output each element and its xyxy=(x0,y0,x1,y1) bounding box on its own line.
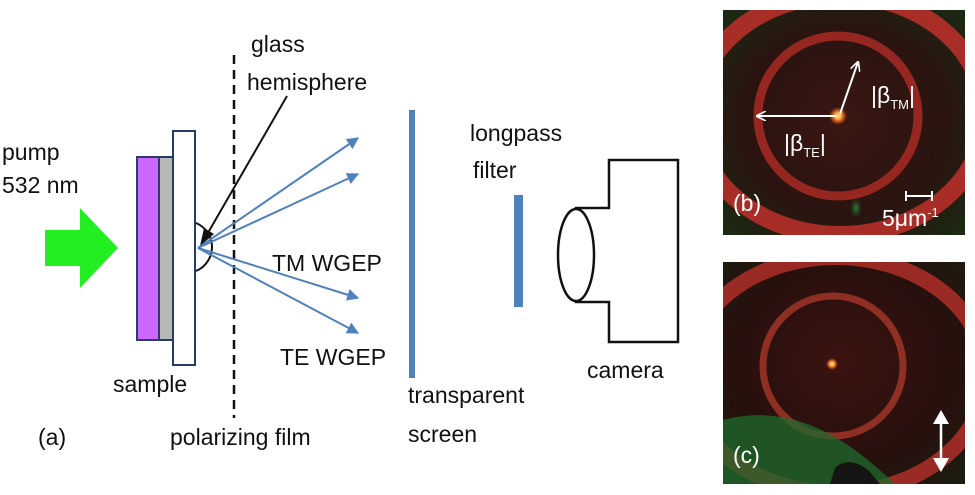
glass-label: glass xyxy=(251,31,305,57)
panel-b-label: (b) xyxy=(733,190,761,216)
transparent-screen xyxy=(409,110,415,378)
beta-tm-label: |βTM| xyxy=(871,82,915,112)
panel-a-label: (a) xyxy=(38,424,66,450)
camera-lens xyxy=(556,207,596,303)
wavelength-label: 532 nm xyxy=(2,172,79,198)
longpass-label: longpass xyxy=(470,120,562,146)
panel-c-label: (c) xyxy=(733,442,760,468)
sample-label: sample xyxy=(113,371,187,397)
beam-te-lower xyxy=(197,247,360,334)
panel-c-center-spot xyxy=(826,358,838,370)
longpass-filter xyxy=(514,195,523,307)
sample-purple-layer xyxy=(136,156,160,341)
beam-tm-upper xyxy=(197,137,359,249)
glass-hemisphere xyxy=(195,222,213,272)
panel-c-dark-object xyxy=(830,462,880,484)
beta-tm-arrow xyxy=(839,62,858,115)
hemisphere-pointer-head xyxy=(200,228,214,246)
beta-te-label: |βTE| xyxy=(784,130,826,160)
panel-b-green-spot xyxy=(850,198,862,218)
polarization-arrow-head-down xyxy=(933,458,949,472)
camera-label: camera xyxy=(587,357,664,383)
beam-te-upper xyxy=(197,247,360,301)
pump-label: pump xyxy=(2,139,60,165)
camera-body xyxy=(574,158,680,344)
filter-label: filter xyxy=(473,157,517,183)
beam-tm-lower xyxy=(197,173,360,249)
scale-bar-label: 5μm-1 xyxy=(882,205,939,231)
polarizing-film-label: polarizing film xyxy=(170,424,311,450)
hemisphere-label: hemisphere xyxy=(247,69,367,95)
hemisphere-pointer xyxy=(204,95,288,239)
tm-wgep-label: TM WGEP xyxy=(272,250,382,276)
pump-arrow xyxy=(45,208,118,288)
panel-c-photo: (c) xyxy=(723,262,965,484)
polarization-arrow-head-up xyxy=(933,410,949,424)
panel-b-center-spot xyxy=(829,107,847,125)
transparent-label: transparent xyxy=(408,382,525,408)
screen-label: screen xyxy=(408,421,477,447)
sample-gray-layer xyxy=(158,156,174,341)
panel-a-schematic: pump 532 nm sample glass hemisphere pola… xyxy=(2,31,680,450)
te-wgep-label: TE WGEP xyxy=(280,344,386,370)
sample-substrate xyxy=(172,130,196,366)
panel-b-photo: |βTM| |βTE| 5μm-1 (b) xyxy=(723,10,965,235)
